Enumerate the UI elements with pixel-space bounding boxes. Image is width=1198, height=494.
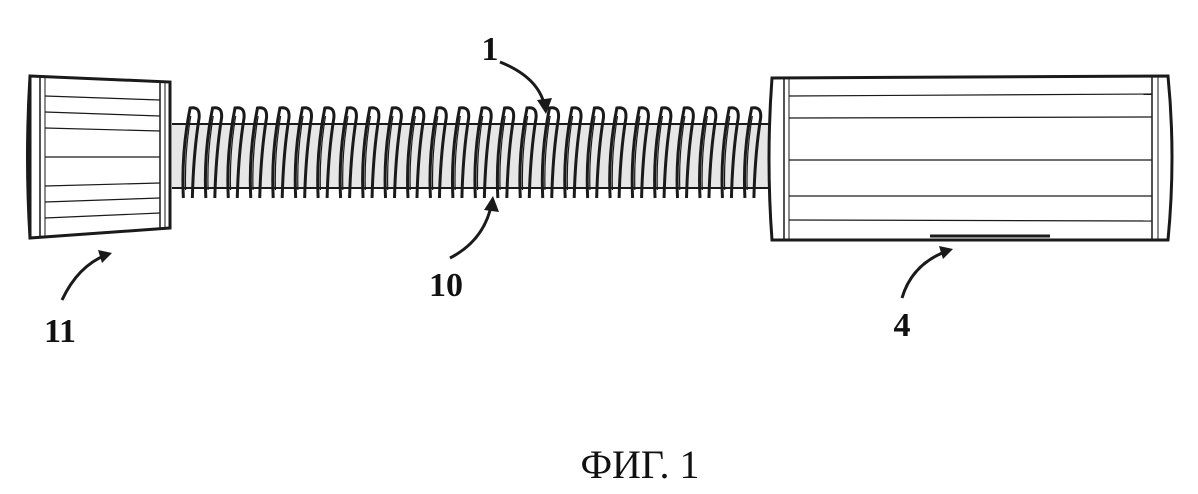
spring-coil-inner bbox=[207, 115, 214, 191]
spring-coil-inner bbox=[319, 115, 327, 191]
spring-coil bbox=[540, 106, 561, 199]
spring-coil bbox=[720, 106, 740, 199]
spring-coil-inner bbox=[252, 115, 259, 191]
spring-coil-inner bbox=[723, 115, 731, 191]
spring-coil-inner bbox=[387, 115, 394, 191]
spring-coil-inner bbox=[431, 115, 439, 191]
spring-coil-inner bbox=[229, 115, 237, 191]
spring-coil-inner bbox=[701, 115, 708, 191]
leader-arrow-11 bbox=[60, 250, 112, 301]
spring-coil-inner bbox=[454, 115, 461, 191]
spring-coil bbox=[653, 106, 673, 199]
spring-coil bbox=[383, 106, 403, 199]
label-end-cap: 11 bbox=[44, 313, 76, 350]
spring-coil bbox=[293, 106, 314, 199]
spring-coil-inner bbox=[364, 115, 372, 191]
figure-caption: ФИГ. 1 bbox=[580, 442, 699, 487]
spring-coil-inner bbox=[476, 115, 484, 191]
spring-coil bbox=[495, 106, 516, 199]
spring-coil-inner bbox=[589, 115, 596, 191]
spring-coil bbox=[563, 106, 583, 199]
main-body bbox=[767, 74, 1174, 242]
spring-coil bbox=[630, 106, 650, 199]
spring-coil bbox=[608, 106, 628, 199]
label-assembly: 1 bbox=[482, 31, 499, 68]
spring-coil bbox=[248, 106, 269, 199]
spring-coil bbox=[742, 106, 763, 199]
label-main-body: 4 bbox=[894, 307, 911, 344]
spring-coil bbox=[203, 106, 224, 199]
end-cap bbox=[26, 74, 172, 240]
spring-coil-inner bbox=[746, 115, 753, 191]
spring-coil bbox=[675, 106, 695, 199]
spring-coil-inner bbox=[521, 115, 529, 191]
spring-coil bbox=[226, 106, 246, 199]
spring-coil-inner bbox=[274, 115, 282, 191]
spring-coil bbox=[316, 106, 336, 199]
spring-coil bbox=[518, 106, 538, 199]
spring-coil bbox=[585, 106, 606, 199]
spring-coil bbox=[181, 106, 201, 199]
leader-arrow-4 bbox=[900, 246, 953, 299]
spring-coil-inner bbox=[566, 115, 574, 191]
spring-coil-inner bbox=[342, 115, 349, 191]
spring-coil-inner bbox=[656, 115, 664, 191]
spring-coil bbox=[271, 106, 291, 199]
leader-arrow-1 bbox=[499, 60, 552, 114]
spring-coil bbox=[698, 106, 718, 199]
spring-coil-inner bbox=[297, 115, 304, 191]
spring-coil bbox=[338, 106, 358, 199]
spring-coil-inner bbox=[679, 115, 686, 191]
spring-coil bbox=[428, 106, 448, 199]
spring-coil-inner bbox=[499, 115, 506, 191]
spring-coil-inner bbox=[409, 115, 416, 191]
spring-coil-inner bbox=[544, 115, 551, 191]
spring-coils bbox=[181, 106, 763, 199]
spring-coil-inner bbox=[634, 115, 641, 191]
spring-coil bbox=[406, 106, 426, 199]
spring-coil bbox=[450, 106, 471, 199]
spring-coil-inner bbox=[184, 115, 192, 191]
leader-arrow-10 bbox=[449, 196, 499, 260]
spring-coil-inner bbox=[611, 115, 619, 191]
spring-coil bbox=[361, 106, 381, 199]
spring-coil bbox=[473, 106, 493, 199]
label-spring: 10 bbox=[429, 267, 463, 304]
